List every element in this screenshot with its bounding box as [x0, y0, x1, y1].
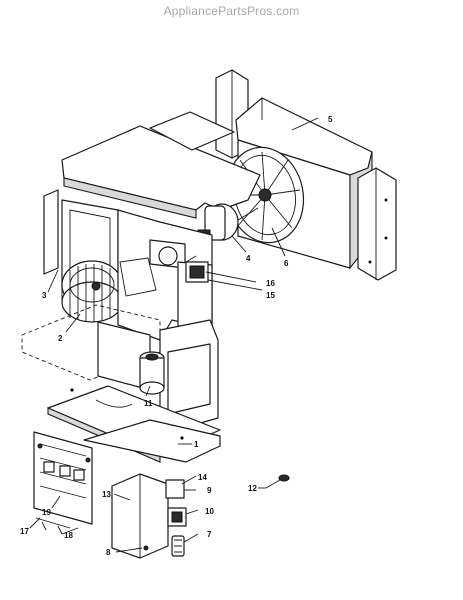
- part-15-16-capacitor: [185, 255, 209, 283]
- control-box: [111, 473, 187, 559]
- side-panel-right: [357, 167, 397, 281]
- callout-9: 9: [207, 486, 212, 495]
- part-2-blower-wheel: [61, 260, 123, 323]
- callout-3: 3: [42, 291, 47, 300]
- callout-labels: 5 6 4 3 2 16 15 11 1 12 14 9 10 7 8 13 1…: [20, 115, 333, 557]
- callout-1: 1: [194, 440, 199, 449]
- part-11-compressor: [139, 351, 165, 395]
- callout-15: 15: [266, 291, 275, 300]
- callout-12: 12: [248, 484, 257, 493]
- callout-18: 18: [64, 531, 73, 540]
- watermark: AppliancePartsPros.com: [163, 4, 300, 18]
- callout-8: 8: [106, 548, 111, 557]
- center-bulkhead: [117, 209, 213, 341]
- leader-lines: [29, 117, 319, 553]
- part-1-base-pan: [47, 385, 221, 463]
- callout-6: 6: [284, 259, 289, 268]
- callout-14: 14: [198, 473, 207, 482]
- callout-4: 4: [246, 254, 251, 263]
- callout-13: 13: [102, 490, 111, 499]
- callout-10: 10: [205, 507, 214, 516]
- part-12-sensor: [265, 474, 290, 489]
- callout-7: 7: [207, 530, 212, 539]
- top-cover-panel: [61, 111, 261, 219]
- part-4-fan-motor: [197, 203, 259, 241]
- lower-front-panels: [97, 319, 219, 431]
- callout-16: 16: [266, 279, 275, 288]
- callout-17: 17: [20, 527, 29, 536]
- callout-11: 11: [144, 399, 153, 408]
- callout-5: 5: [328, 115, 333, 124]
- part-17-19-control-assembly: [33, 431, 93, 535]
- callout-19: 19: [42, 508, 51, 517]
- callout-2: 2: [58, 334, 63, 343]
